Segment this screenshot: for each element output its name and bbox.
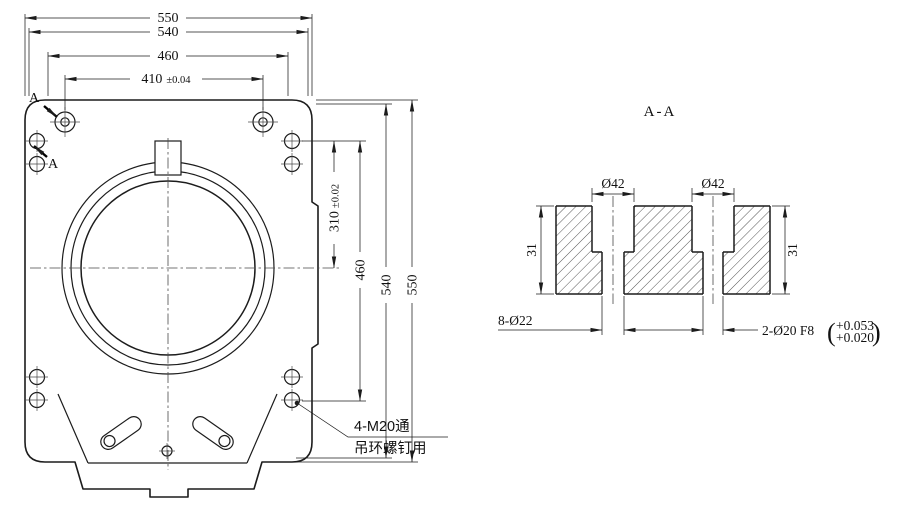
dim-label-540-width: 540 — [158, 25, 179, 40]
tolerance-upper: +0.053 — [836, 318, 874, 333]
hole-centerlines — [612, 196, 714, 304]
section-mark-label-bottom: A — [48, 157, 59, 172]
section-outline — [555, 205, 771, 295]
dim-counterbore-left: Ø42 — [591, 176, 635, 202]
dim-label-410-width: 410±0.04 — [141, 72, 191, 87]
section-cut-marks: A A — [29, 91, 59, 172]
section-hatching — [556, 206, 770, 294]
note-line-1: 4-M20通 — [354, 418, 410, 435]
section-view: A-A Ø42 Ø42 — [498, 104, 881, 347]
center-pin-hole — [159, 443, 175, 459]
dim-label-460-height: 460 — [354, 260, 369, 281]
lifting-hole-note: 4-M20通 吊环螺钉用 — [294, 400, 448, 457]
dim-counterbore-right: Ø42 — [691, 176, 735, 202]
bottom-recess-lines — [57, 393, 278, 464]
dim-height-pitch: 310±0.02 — [302, 140, 366, 269]
tolerance-paren-open: ( — [827, 318, 836, 347]
dim-label-310-height: 310±0.02 — [328, 184, 343, 232]
note-label-8-d22: 8-Ø22 — [498, 313, 533, 328]
leader-line — [296, 402, 448, 438]
dim-height-overall: 550 — [296, 99, 421, 463]
plate-outline — [24, 99, 319, 498]
dim-height-holes: 460 — [302, 140, 369, 402]
angled-slot-right — [192, 416, 234, 450]
tolerance-paren-close: ) — [872, 318, 881, 347]
bottom-slots — [100, 416, 234, 459]
dim-width-overall: 550 — [24, 11, 313, 96]
dim-width-bolt-span: 410±0.04 — [64, 72, 264, 110]
dim-thickness-left: 31 — [524, 205, 554, 295]
angled-slot-left — [100, 416, 142, 450]
dim-thickness-right: 31 — [772, 205, 800, 295]
dim-through-holes: 8-Ø22 2-Ø20 F8 ( +0.053 +0.020 ) — [498, 296, 881, 347]
dim-label-31-left: 31 — [524, 243, 539, 257]
front-view: 550 540 460 410±0.04 310± — [24, 11, 448, 498]
note-label-2-d20: 2-Ø20 F8 — [762, 323, 814, 338]
dim-label-550-width: 550 — [158, 11, 179, 26]
centerlines — [30, 138, 340, 470]
dim-label-550-height: 550 — [406, 275, 421, 296]
dim-width-holes-outer: 460 — [47, 49, 289, 96]
note-line-2: 吊环螺钉用 — [354, 440, 427, 457]
dim-label-540-height: 540 — [380, 275, 395, 296]
dim-label-31-right: 31 — [785, 243, 800, 257]
dim-label-460-width: 460 — [158, 49, 179, 64]
section-mark-label-top: A — [29, 91, 40, 106]
dim-width-inner: 540 — [28, 25, 309, 96]
tolerance-lower: +0.020 — [836, 330, 874, 345]
dim-label-d42-left: Ø42 — [601, 176, 624, 191]
dim-height-inner: 540 — [296, 103, 395, 459]
dim-label-d42-right: Ø42 — [701, 176, 724, 191]
section-title: A-A — [644, 104, 677, 120]
